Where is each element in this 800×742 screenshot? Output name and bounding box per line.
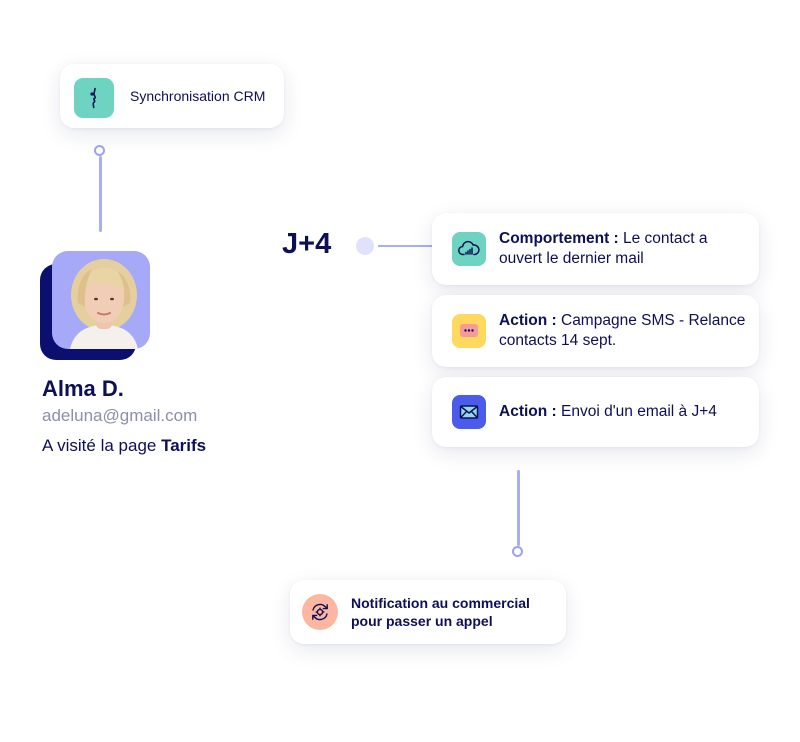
delay-connector [378, 245, 432, 247]
contact-email: adeluna@gmail.com [42, 406, 198, 425]
chat-bubble-icon [452, 314, 486, 348]
step-desc-email: Envoi d'un email à J+4 [556, 403, 717, 420]
cloud-signal-icon [452, 232, 486, 266]
delay-dot [356, 237, 374, 255]
step-text-sms: Action : Campagne SMS - Relance contacts… [499, 311, 749, 351]
step-desc-behavior: Le contact a ouvert le dernier mail [499, 230, 708, 267]
step-card-sms[interactable]: Action : Campagne SMS - Relance contacts… [432, 295, 759, 367]
step-title-behavior: Comportement : [499, 230, 619, 247]
connector-steps-notification [517, 470, 520, 546]
step-text-behavior: Comportement : Le contact a ouvert le de… [499, 229, 749, 269]
envelope-icon [452, 395, 486, 429]
delay-label: J+4 [282, 228, 332, 260]
contact-name: Alma D. [42, 376, 124, 401]
crm-sync-label: Synchronisation CRM [130, 88, 266, 104]
contact-visit-prefix: A visité la page [42, 436, 162, 455]
crm-sync-card[interactable]: Synchronisation CRM [60, 64, 284, 128]
sync-gear-icon [302, 594, 338, 630]
connector-dot-bottom [512, 546, 523, 557]
contact-visit: A visité la page Tarifs [42, 436, 206, 456]
step-card-email[interactable]: Action : Envoi d'un email à J+4 [432, 377, 759, 447]
step-text-email: Action : Envoi d'un email à J+4 [499, 402, 749, 422]
connector-dot-top [94, 145, 105, 156]
step-title-email: Action : [499, 403, 557, 420]
contact-visit-page: Tarifs [161, 436, 207, 455]
step-desc-sms: Campagne SMS - Relance contacts 14 sept. [499, 312, 746, 349]
avatar [52, 251, 150, 349]
face-profile-icon [74, 78, 114, 118]
notification-card[interactable]: Notification au commercial pour passer u… [290, 580, 566, 644]
connector-crm-contact [99, 156, 102, 232]
notification-label: Notification au commercial pour passer u… [351, 595, 530, 629]
step-title-sms: Action : [499, 312, 557, 329]
step-card-behavior[interactable]: Comportement : Le contact a ouvert le de… [432, 213, 759, 285]
